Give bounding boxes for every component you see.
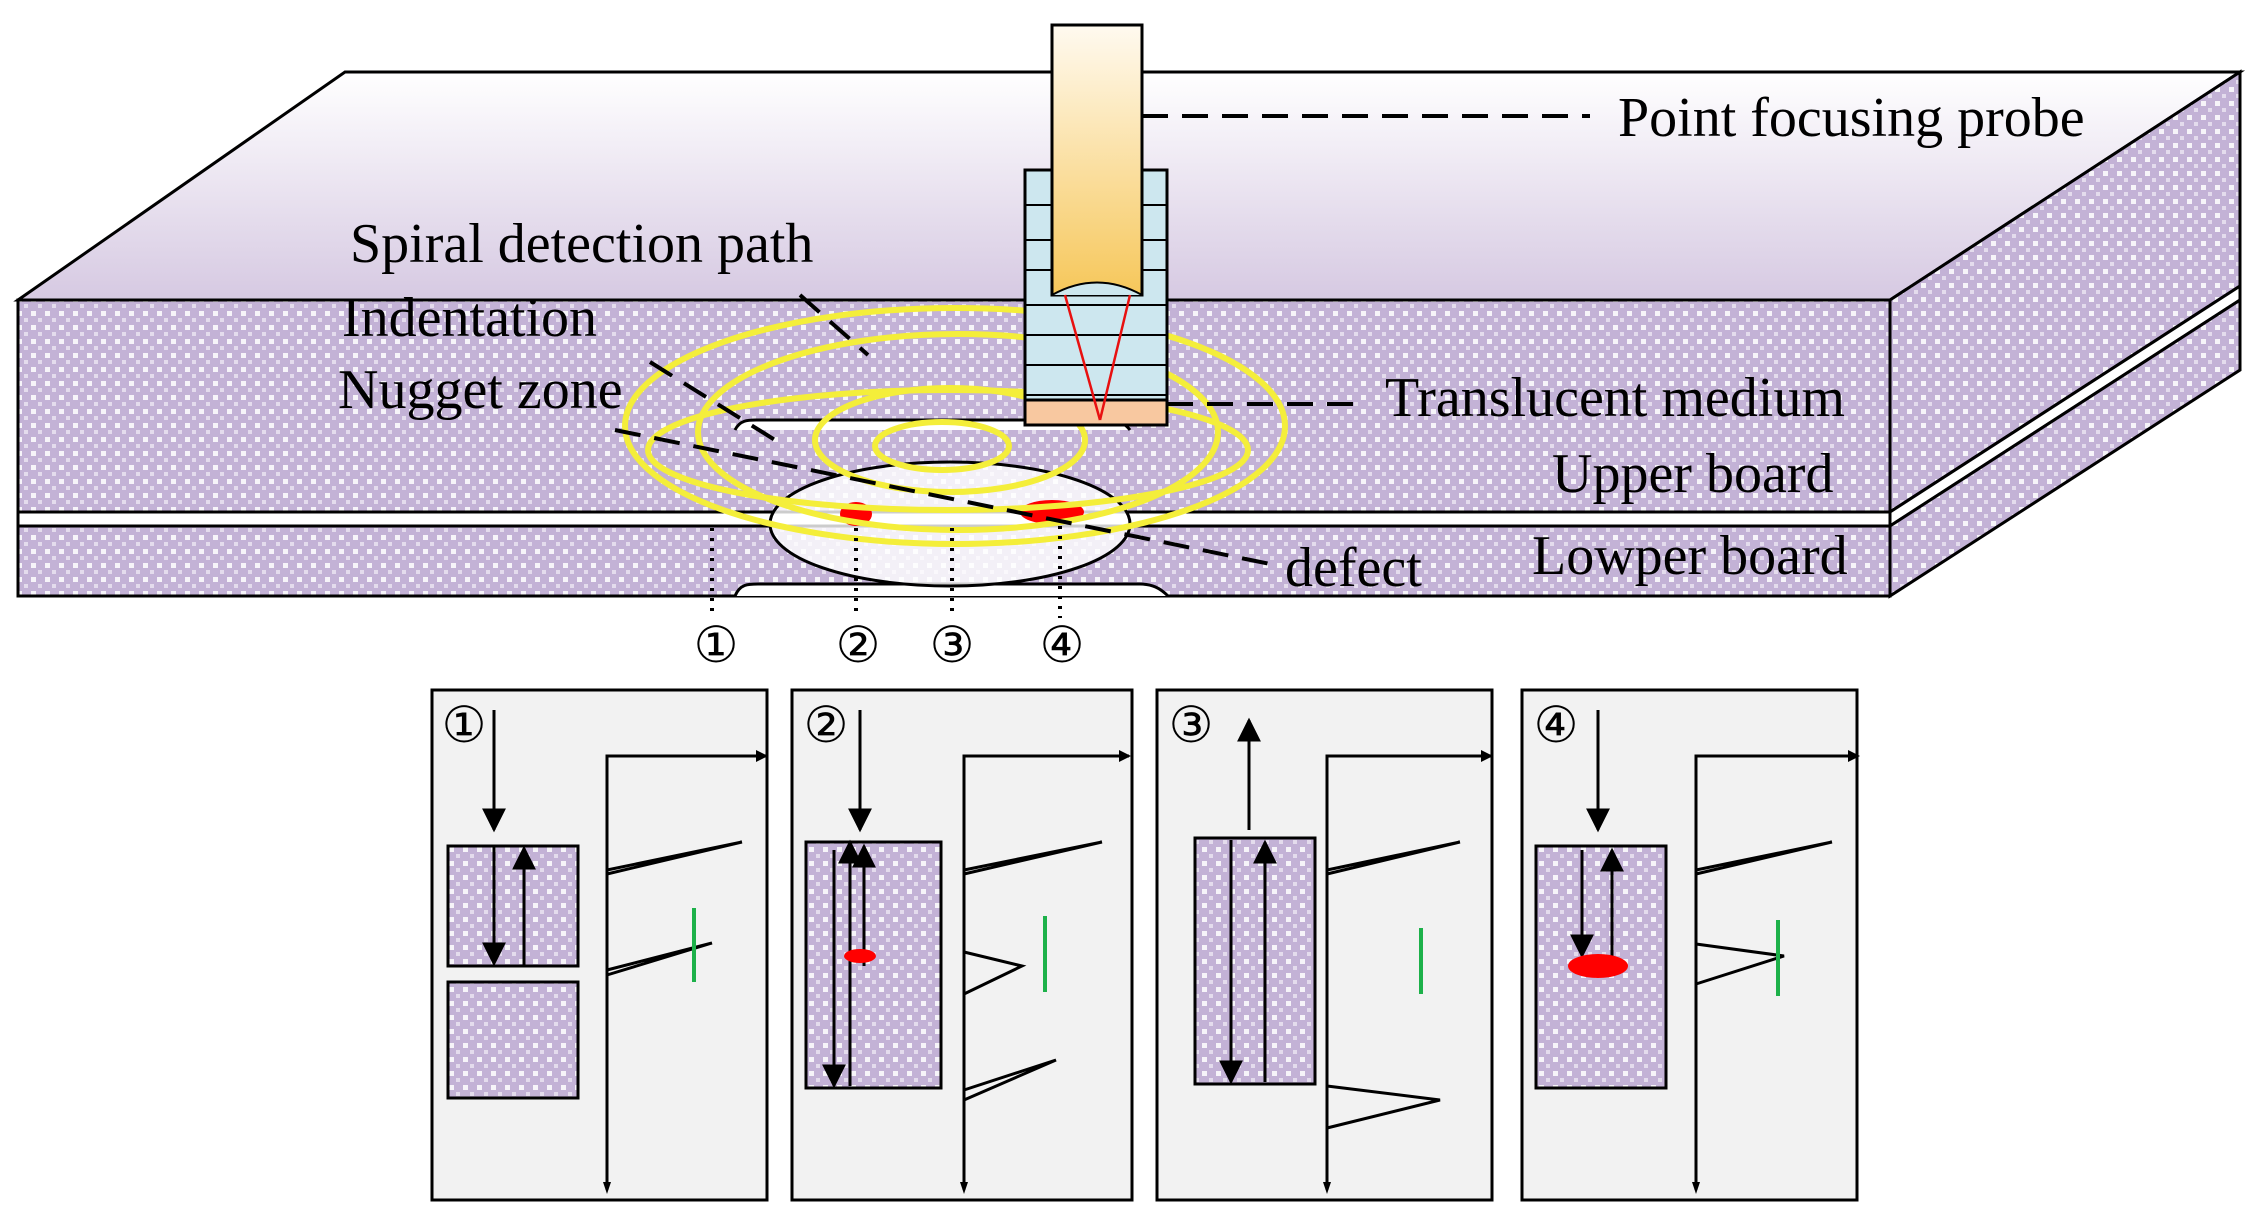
panel-2: ② [790,688,1134,1202]
panel-4-marker: ④ [1534,697,1579,753]
label-nugget: Nugget zone [338,359,623,421]
panel-4: ④ [1520,688,1860,1202]
lower-board-side [1888,297,2242,599]
label-indentation: Indentation [342,287,597,349]
label-probe: Point focusing probe [1618,87,2085,149]
marker-4: ④ [1040,617,1085,673]
panel-3: ③ [1155,688,1494,1202]
marker-1: ① [694,617,739,673]
label-medium: Translucent medium [1385,367,1845,429]
panel-3-marker: ③ [1169,697,1214,753]
nugget-zone [768,460,1132,588]
panel-1: ① [430,688,769,1202]
beam-right [1098,294,1132,421]
panel-1-marker: ① [442,697,487,753]
marker-3: ③ [930,617,975,673]
panel-2-marker: ② [804,697,849,753]
leader-lines [614,114,1590,568]
label-upper-board: Upper board [1552,443,1833,505]
probe-assembly [1023,23,1169,427]
spiral-path [622,305,1288,547]
beam-left [1063,294,1102,421]
label-lower-board: Lowper board [1532,525,1848,587]
label-spiral: Spiral detection path [350,213,813,275]
point-focusing-probe [1050,23,1144,297]
marker-2: ② [836,617,881,673]
label-defect: defect [1285,537,1422,599]
